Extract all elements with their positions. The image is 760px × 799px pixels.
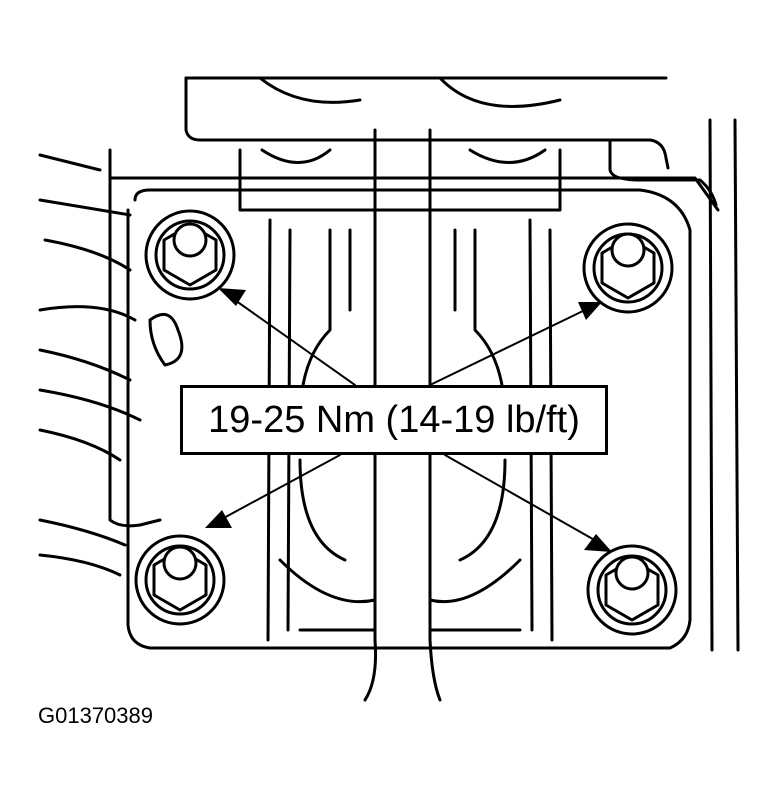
figure-id: G01370389 — [38, 703, 153, 728]
arrowhead-upper-right — [578, 302, 602, 320]
torque-callout: 19-25 Nm (14-19 lb/ft) — [180, 385, 608, 455]
mounting-plate — [38, 118, 740, 652]
bolt-upper-left — [144, 209, 236, 301]
arrowhead-lower-left — [205, 510, 232, 528]
upper-bracket — [184, 76, 718, 207]
torque-spec-label: 19-25 Nm (14-19 lb/ft) — [208, 398, 580, 441]
bolt-lower-right — [586, 544, 678, 636]
arrowhead-lower-right — [584, 534, 612, 552]
bolt-lower-left — [134, 534, 226, 626]
arrowhead-upper-left — [218, 288, 246, 306]
bolt-upper-right — [582, 222, 674, 314]
leader-arrows — [205, 288, 612, 552]
